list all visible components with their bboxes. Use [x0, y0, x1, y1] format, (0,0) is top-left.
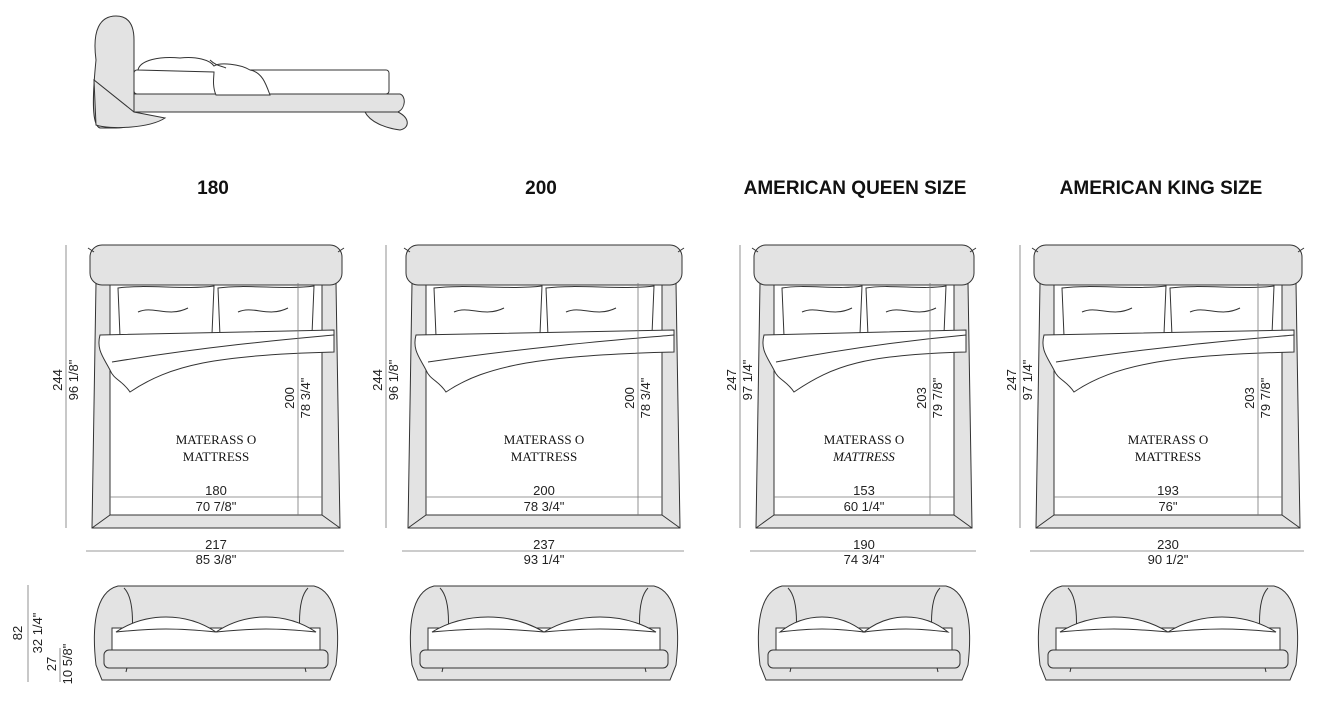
front-view-height-dimensions: 82 32 1/4" 27 10 5/8"	[10, 585, 75, 684]
mattress-label-it: MATERASS O	[504, 432, 585, 447]
mattress-label-it: MATERASS O	[824, 432, 905, 447]
mattress-length-cm: 200	[282, 387, 297, 409]
headboard	[1033, 244, 1303, 286]
bed-variant: AMERICAN QUEEN SIZE MATERASS O MATTRESS 153…	[724, 178, 977, 681]
overall-width-in: 93 1/4"	[524, 552, 565, 567]
overall-width-cm: 237	[533, 537, 555, 552]
mattress-label-en: MATTRESS	[183, 449, 249, 464]
mattress-length-in: 78 3/4"	[638, 377, 653, 418]
overall-length-in: 96 1/8"	[66, 359, 81, 400]
overall-length-cm: 247	[1004, 369, 1019, 391]
variant-title: 180	[197, 178, 229, 199]
mattress-width-cm: 200	[533, 483, 555, 498]
pillow-front	[1167, 616, 1277, 633]
overall-width-in: 85 3/8"	[196, 552, 237, 567]
pillow-front	[215, 616, 317, 633]
mattress-length-cm: 203	[914, 387, 929, 409]
duvet	[98, 329, 335, 393]
mattress-label-en: MATTRESS	[1135, 449, 1201, 464]
mattress-length-in: 78 3/4"	[298, 377, 313, 418]
mattress-length-in: 79 7/8"	[1258, 377, 1273, 418]
height-cm: 82	[10, 626, 25, 640]
mattress-length-cm: 203	[1242, 387, 1257, 409]
front-view	[757, 585, 971, 681]
overall-length-in: 97 1/4"	[740, 359, 755, 400]
front-view	[409, 585, 679, 681]
overall-length-cm: 244	[370, 369, 385, 391]
duvet	[1042, 329, 1295, 393]
variant-title: AMERICAN QUEEN SIZE	[744, 178, 967, 199]
overall-width-cm: 230	[1157, 537, 1179, 552]
mattress-width-cm: 180	[205, 483, 227, 498]
overall-length-in: 96 1/8"	[386, 359, 401, 400]
mattress-width-in: 70 7/8"	[196, 499, 237, 514]
overall-width-cm: 190	[853, 537, 875, 552]
mattress-length-cm: 200	[622, 387, 637, 409]
mattress-label-it: MATERASS O	[176, 432, 257, 447]
overall-width-in: 90 1/2"	[1148, 552, 1189, 567]
mattress-width-in: 76"	[1158, 499, 1177, 514]
pillow	[117, 285, 215, 337]
side-view-bed	[92, 15, 408, 131]
pillow-front	[862, 616, 950, 633]
headboard	[405, 244, 683, 286]
base-height-in: 10 5/8"	[60, 643, 75, 684]
mattress-width-in: 60 1/4"	[844, 499, 885, 514]
overall-length-in: 97 1/4"	[1020, 359, 1035, 400]
mattress-width-cm: 153	[853, 483, 875, 498]
pillow-front	[543, 616, 657, 633]
mattress-length-in: 79 7/8"	[930, 377, 945, 418]
mattress-label-en: MATTRESS	[511, 449, 577, 464]
overall-length-cm: 247	[724, 369, 739, 391]
mattress-width-in: 78 3/4"	[524, 499, 565, 514]
mattress-width-cm: 193	[1157, 483, 1179, 498]
variant-title: 200	[525, 178, 557, 199]
duvet	[414, 329, 675, 393]
pillow	[433, 285, 543, 337]
overall-width-cm: 217	[205, 537, 227, 552]
base-height-cm: 27	[44, 657, 59, 671]
height-in: 32 1/4"	[30, 612, 45, 653]
mattress-label-en: MATTRESS	[832, 449, 895, 464]
headboard	[753, 244, 975, 286]
front-view	[1037, 585, 1299, 681]
mattress-label-it: MATERASS O	[1128, 432, 1209, 447]
pillow	[1061, 285, 1167, 337]
pillow	[217, 285, 315, 337]
front-view	[93, 585, 339, 681]
headboard	[89, 244, 343, 286]
variant-title: AMERICAN KING SIZE	[1060, 178, 1263, 199]
overall-length-cm: 244	[50, 369, 65, 391]
duvet	[762, 329, 967, 393]
overall-width-in: 74 3/4"	[844, 552, 885, 567]
